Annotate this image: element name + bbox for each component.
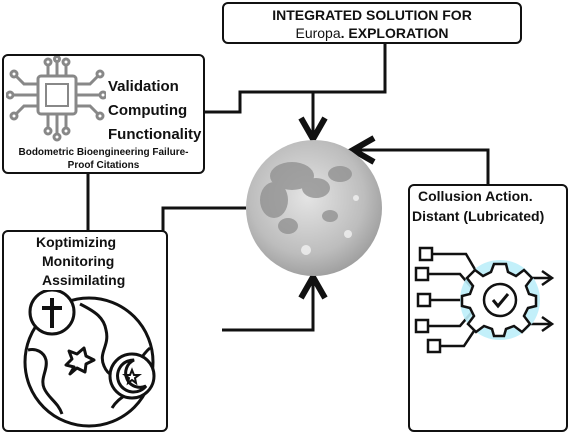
collusion-line1: Collusion Action. [418,188,533,204]
validation-title-line1: Validation [108,78,179,95]
koptimizing-line1: Koptimizing [36,234,117,250]
connector-koptimizing-to-moon-upper [161,206,246,232]
cross-badge [28,290,76,336]
gear-shape [460,260,540,340]
top-title-line2-regular: Europa [295,25,341,41]
validation-sub-line2: Proof Citations [67,160,140,171]
top-title-line1: INTEGRATED SOLUTION FOR [272,7,472,23]
moon-icon [246,140,382,276]
validation-title-line2: Computing [108,102,188,119]
top-title-box: INTEGRATED SOLUTION FOR Europa. EXPLORAT… [222,2,522,44]
koptimizing-line2: Monitoring [42,253,115,269]
microchip-icon [6,56,106,142]
globe-religious-symbols-icon [23,290,156,428]
gear-workflow-icon [414,246,555,354]
connector-top-to-moon [313,42,387,136]
top-title-line2-bold: . EXPLORATION [340,25,449,41]
connector-validation-to-moon [205,90,313,114]
koptimizing-box: Koptimizing Monitoring Assimilating [2,230,168,432]
validation-sub-line1: Bodometric Bioengineering Failure- [18,147,189,158]
collusion-box: Collusion Action. Distant (Lubricated) [408,184,568,432]
koptimizing-line3: Assimilating [42,272,126,288]
connector-koptimizing-to-moon-lower [222,280,313,332]
validation-title-line3: Functionality [108,126,202,143]
connector-collusion-to-moon [356,150,490,184]
crescent-badge [108,352,156,400]
top-title-line2: Europa. EXPLORATION [224,25,520,41]
validation-box: Validation Computing Functionality Bodom… [2,54,205,174]
collusion-line2: Distant (Lubricated) [412,208,545,224]
